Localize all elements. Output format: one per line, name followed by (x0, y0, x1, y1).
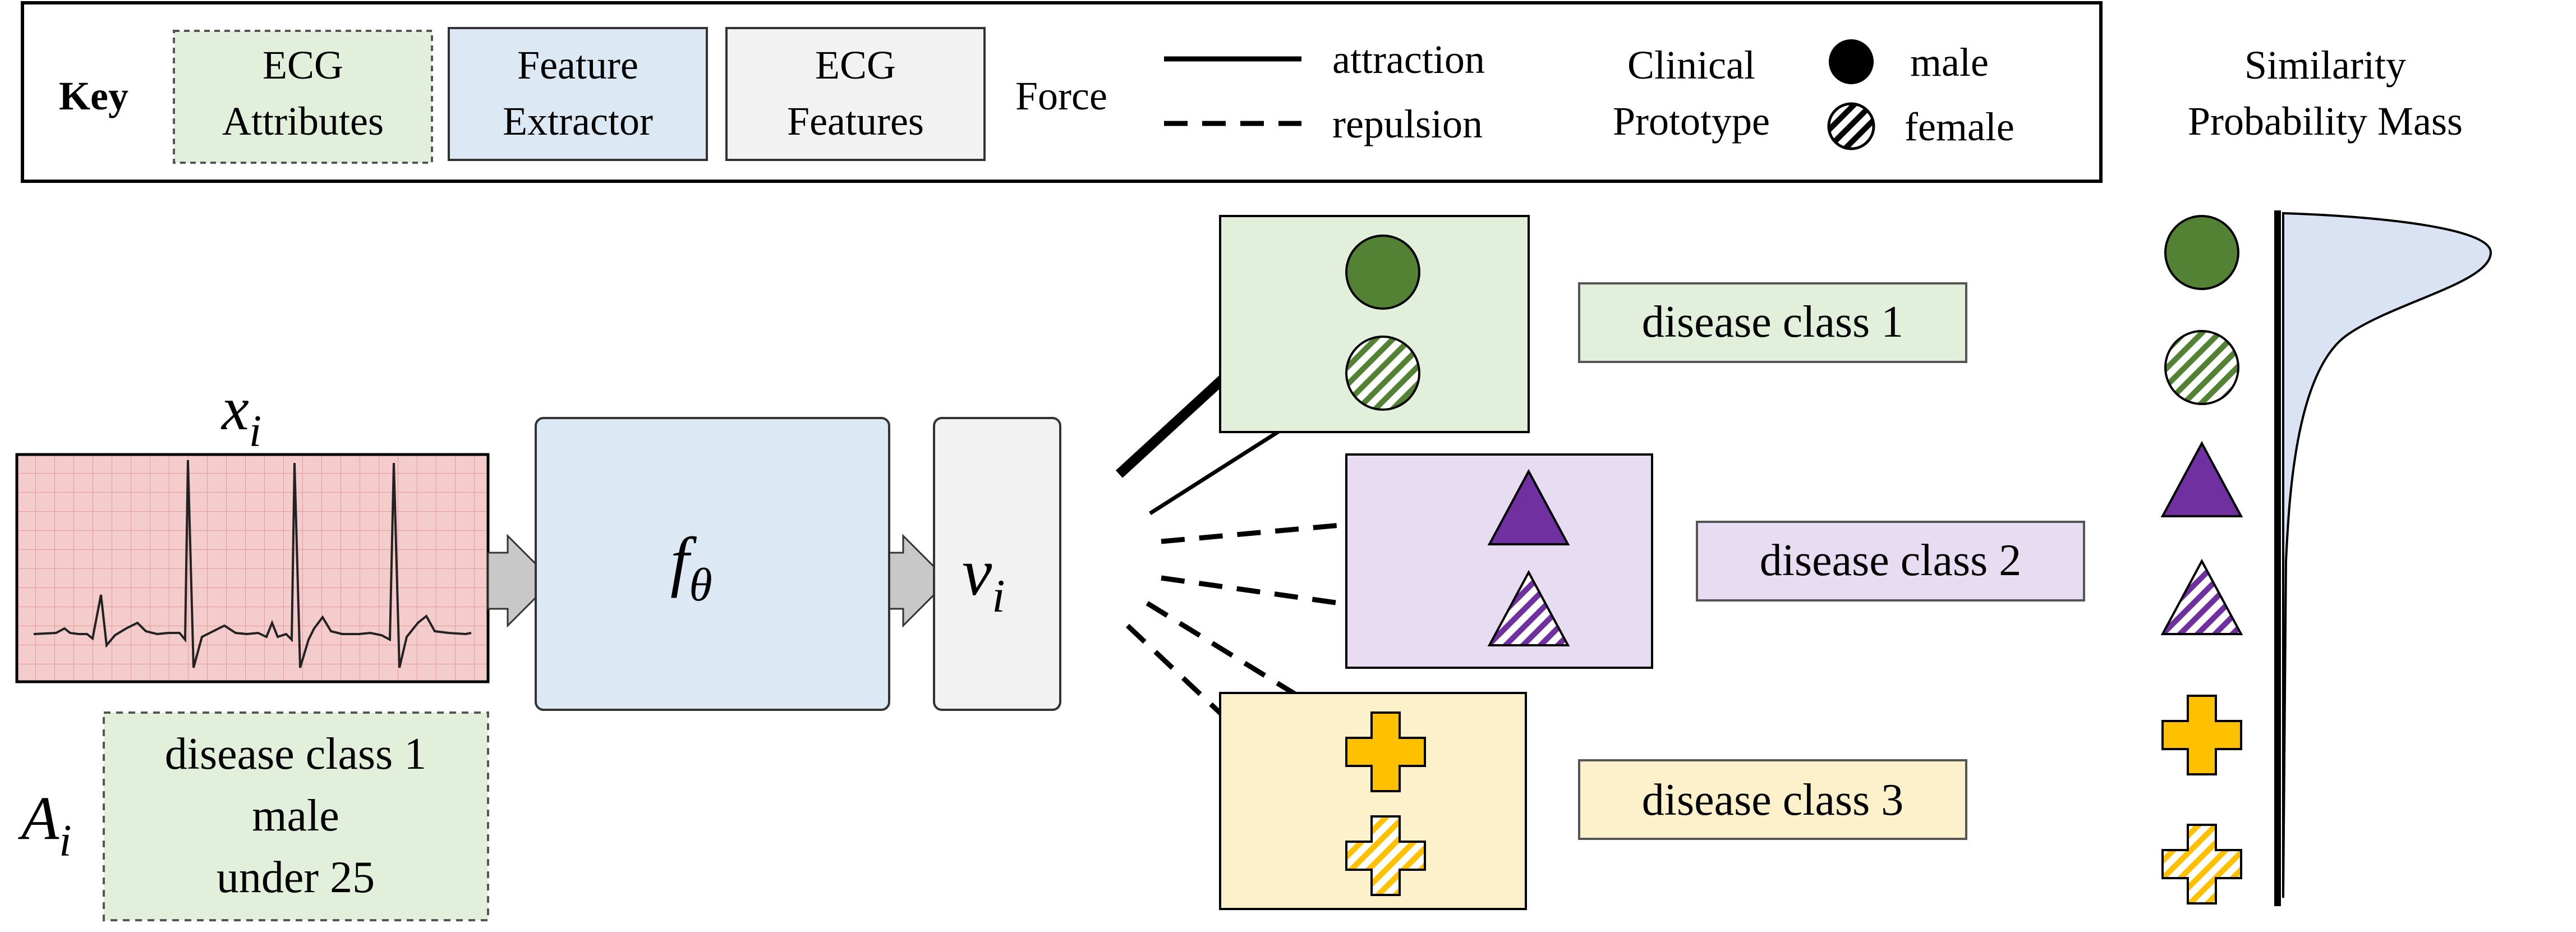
legend-ecg-attributes-label: Attributes (222, 99, 384, 144)
arrow-extractor-to-features (888, 534, 950, 628)
legend-clinical-prototype-label: Prototype (1613, 99, 1770, 144)
similarity-distribution-curve (2282, 212, 2492, 898)
ecg-waveform (33, 460, 472, 668)
disease-class-2-label: disease class 2 (1760, 536, 2022, 585)
legend-ecg-features: ECG Features (725, 27, 986, 161)
disease1-female-prototype-icon (1345, 336, 1420, 411)
legend-feature-extractor-label: Extractor (503, 99, 653, 144)
attributes-box (103, 711, 489, 921)
legend-repulsion-label: repulsion (1332, 102, 1483, 146)
ecg-features: vi (933, 417, 1061, 711)
disease-class-2-label-box (1696, 521, 2085, 602)
legend-ecg-features-label: ECG (815, 43, 896, 88)
feature-extractor-box (535, 417, 890, 711)
disease-class-1-group: disease class 1 (1219, 215, 1967, 433)
disease2-male-prototype-icon (1487, 469, 1570, 545)
input-ecg: xi (15, 374, 490, 683)
male-disease2-prototype-icon (2160, 440, 2243, 517)
female-disease2-prototype-icon (2160, 558, 2243, 635)
legend-ecg-features-label: Features (787, 99, 924, 144)
ecg-attributes: Ai disease class 1 male under 25 (17, 711, 489, 921)
disease3-male-prototype-icon (1345, 711, 1426, 792)
disease-class-2-group: disease class 2 (1345, 453, 2085, 669)
repulsion-force-male-disease2 (1161, 511, 1470, 544)
input-ecg-symbol: xi (220, 374, 261, 456)
arrow-input-to-extractor (487, 534, 554, 628)
legend-force-label: Force (1015, 74, 1107, 118)
legend-ecg-attributes-swatch (173, 30, 433, 164)
ecg-strip (15, 453, 490, 683)
disease-class-3-label-box (1578, 759, 1967, 840)
male-disease3-prototype-icon (2161, 695, 2242, 775)
legend-ecg-attributes-label: ECG (263, 43, 343, 88)
attribute-sex: male (252, 791, 339, 841)
legend-ecg-features-swatch (725, 27, 986, 161)
legend-attraction-label: attraction (1332, 37, 1485, 82)
female-disease3-prototype-icon (2161, 824, 2242, 905)
legend-feature-extractor-swatch (448, 27, 708, 161)
legend-clinical-prototype: Clinical Prototype male female (1613, 39, 2014, 150)
disease1-male-prototype-icon (1345, 235, 1420, 310)
attributes-symbol: Ai (17, 784, 71, 866)
disease-class-3-group: disease class 3 (1219, 692, 1967, 910)
similarity-panel: Similarity Probability Mass (2160, 43, 2492, 906)
disease-class-3-label: disease class 3 (1642, 775, 1904, 825)
male-marker-icon (1829, 39, 1874, 84)
disease3-female-prototype-icon (1345, 815, 1426, 896)
ecg-features-symbol: vi (962, 535, 1005, 622)
legend-female-label: female (1905, 104, 2014, 149)
legend-force: Force attraction repulsion (1015, 37, 1485, 146)
legend-clinical-prototype-label: Clinical (1627, 43, 1755, 88)
female-marker-icon (1827, 102, 1875, 150)
attribute-disease-class: disease class 1 (165, 729, 427, 779)
legend-title: Key (59, 74, 128, 118)
legend: Key ECG Attributes Feature Extractor ECG… (21, 1, 2103, 183)
legend-feature-extractor: Feature Extractor (448, 27, 708, 161)
disease-class-1-label: disease class 1 (1642, 297, 1904, 347)
legend-feature-extractor-label: Feature (517, 43, 638, 88)
female-disease1-prototype-icon (2164, 330, 2239, 405)
feature-extractor: fθ (535, 417, 890, 711)
attribute-age: under 25 (217, 853, 375, 902)
male-disease1-prototype-icon (2164, 215, 2239, 290)
ecg-features-box (933, 417, 1061, 711)
similarity-title: Similarity (2244, 43, 2406, 88)
disease-class-1-label-box (1578, 282, 1967, 363)
legend-ecg-attributes: ECG Attributes (173, 30, 433, 164)
legend-male-label: male (1910, 40, 1989, 85)
similarity-title: Probability Mass (2188, 99, 2463, 144)
disease2-female-prototype-icon (1487, 570, 1570, 646)
